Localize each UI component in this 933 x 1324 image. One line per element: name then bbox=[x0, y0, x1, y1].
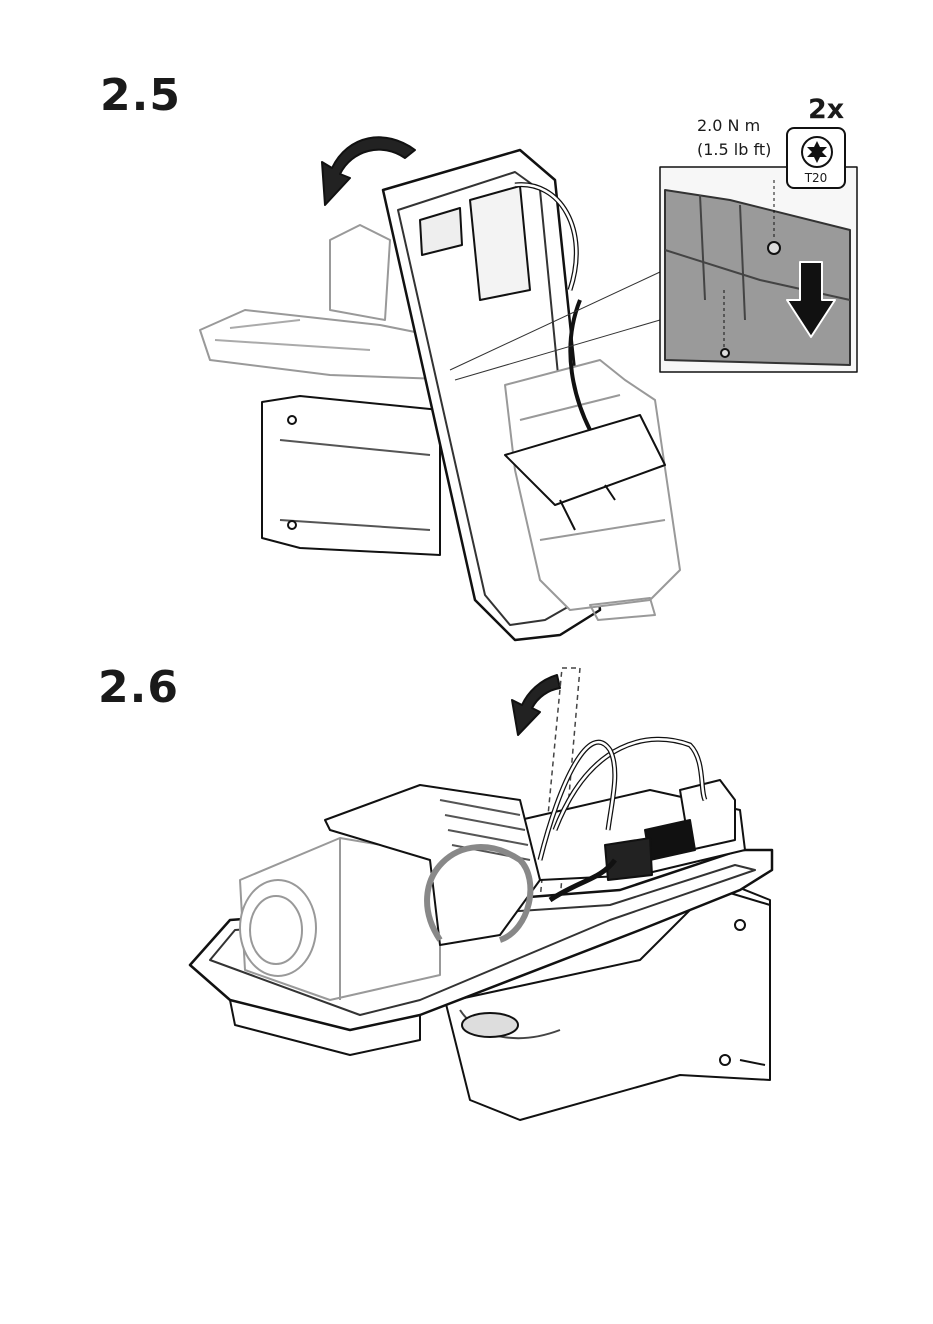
insert-arrow-icon bbox=[512, 675, 560, 735]
